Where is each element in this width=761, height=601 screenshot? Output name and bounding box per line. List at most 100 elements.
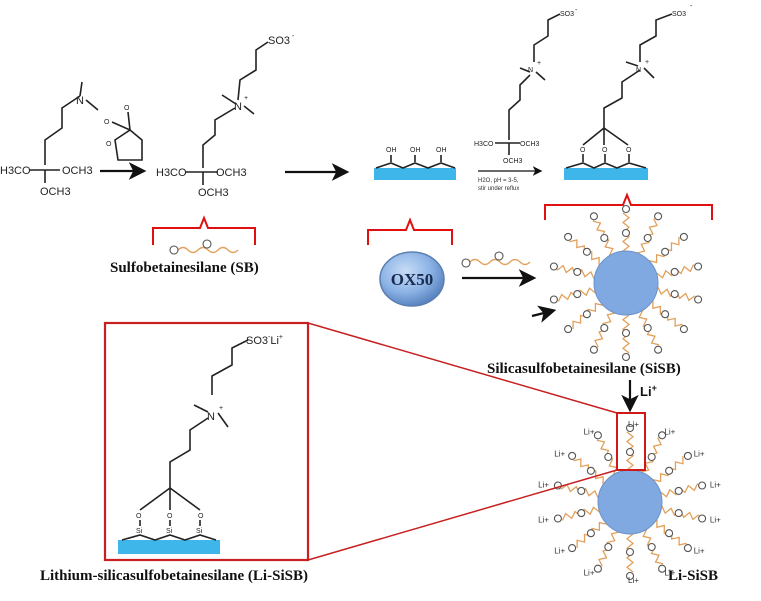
charge-minus: - [575, 7, 578, 14]
anion-icon [549, 262, 558, 271]
cation-icon [577, 509, 586, 518]
atom-o: O [198, 513, 204, 520]
methyl-bonds [519, 67, 546, 81]
anion-icon [625, 571, 635, 581]
si-bonds [565, 154, 647, 169]
li-counter-ion: Li+ [584, 428, 595, 437]
cation-icon [577, 486, 586, 495]
anion-icon [564, 232, 573, 241]
li-counter-ion: Li+ [710, 481, 721, 490]
anion-icon [654, 345, 663, 354]
cation-icon [661, 310, 670, 319]
silica-slab [118, 540, 220, 554]
chain-lower [169, 417, 209, 488]
li-counter-ion: Li+ [664, 568, 675, 577]
cation-icon [661, 247, 670, 256]
anion-icon [694, 262, 703, 271]
atom-o: O [124, 105, 130, 112]
inset-frame [103, 321, 310, 562]
group-right: OCH3 [216, 167, 247, 179]
atom-o: O [136, 513, 142, 520]
label-li-ion: Li+ [640, 383, 657, 399]
methoxy-bonds [186, 171, 218, 185]
group-so3: SO3 [672, 11, 686, 18]
li-counter-ion: Li+ [694, 449, 705, 458]
chain-lower [202, 107, 236, 168]
anion-icon [169, 245, 179, 255]
atom-si: Si [166, 528, 173, 535]
si-bonds [121, 520, 217, 541]
chain-upper [639, 13, 673, 62]
inset-li-sisb-structure: N + SO3-Li+ O O O Si Si Si [103, 321, 310, 562]
group-bottom: OCH3 [40, 186, 71, 198]
methoxy-bonds [495, 142, 520, 155]
o-bonds [139, 487, 201, 511]
zoom-line-bottom [307, 469, 618, 561]
sb-icon-reagent [461, 251, 531, 268]
anion-icon [625, 423, 635, 433]
group-bottom: OCH3 [503, 158, 523, 165]
atom-o: O [602, 147, 608, 154]
li-counter-ion: Li+ [628, 420, 639, 429]
li-counter-ion: Li+ [584, 568, 595, 577]
reagent-propane-sultone: O O O [104, 105, 143, 161]
li-sisb-core [597, 469, 663, 535]
cation-icon [600, 233, 609, 243]
anion-icon [549, 295, 558, 304]
cation-icon [604, 542, 613, 552]
reactant-sb-step3: N + SO3 - H3CO OCH3 OCH3 [474, 7, 578, 165]
bracket-ox50 [367, 217, 453, 245]
zoom-highlight-box [616, 412, 646, 471]
cation-icon [582, 247, 591, 256]
anion-icon [698, 514, 707, 523]
anion-icon [621, 352, 631, 362]
methyl-bonds [221, 94, 255, 115]
ox50-particle: OX50 [379, 251, 445, 307]
ox50-sphere [379, 251, 445, 307]
atom-o: O [580, 147, 586, 154]
atom-o: O [626, 147, 632, 154]
atom-o: O [106, 141, 112, 148]
group-right: OCH3 [62, 165, 93, 177]
atom-n: N [234, 101, 242, 113]
cation-icon [586, 466, 595, 475]
sultone-ring [114, 129, 143, 161]
label-li-sisb-full: Lithium-silicasulfobetainesilane (Li-SiS… [40, 568, 308, 584]
atom-n: N [528, 67, 533, 74]
li-sisb-particle: Li+Li+Li+Li+Li+Li+Li+Li+Li+Li+Li+Li+Li+L… [538, 420, 721, 585]
charge-minus: - [292, 33, 295, 40]
group-so3-li: SO3-Li+ [246, 334, 283, 347]
cation-icon [573, 267, 582, 276]
li-counter-ion: Li+ [710, 515, 721, 524]
anion-icon [589, 212, 598, 221]
anion-icon [568, 544, 577, 553]
chain-upper [533, 13, 561, 62]
si-o-bonds [375, 155, 456, 169]
sulfonyl-bonds [111, 111, 131, 131]
anion-icon [568, 451, 577, 460]
conditions-line2: stir under reflux [478, 186, 519, 192]
chain-upper [211, 339, 249, 395]
atom-n: N [636, 67, 641, 74]
anion-icon [654, 212, 663, 221]
cation-icon [674, 509, 683, 518]
chain-lower [508, 74, 531, 140]
group-left: H3CO [156, 167, 187, 179]
atom-si: Si [196, 528, 203, 535]
anion-icon [679, 232, 688, 241]
anion-icon [658, 564, 667, 573]
reactant-aminosilane: N H3CO OCH3 OCH3 [0, 81, 99, 198]
group-right: OCH3 [520, 141, 540, 148]
group-bottom: OCH3 [198, 187, 229, 199]
grafted-sb-silica: N + SO3 - O O O [564, 3, 693, 180]
cation-icon [643, 323, 652, 333]
anion-icon [658, 431, 667, 440]
cation-icon [665, 529, 674, 538]
li-counter-ion: Li+ [664, 428, 675, 437]
cation-icon [643, 233, 652, 243]
cation-icon [670, 290, 679, 299]
anion-icon [694, 295, 703, 304]
charge-plus: + [537, 60, 541, 67]
sisb-particle [549, 204, 703, 362]
